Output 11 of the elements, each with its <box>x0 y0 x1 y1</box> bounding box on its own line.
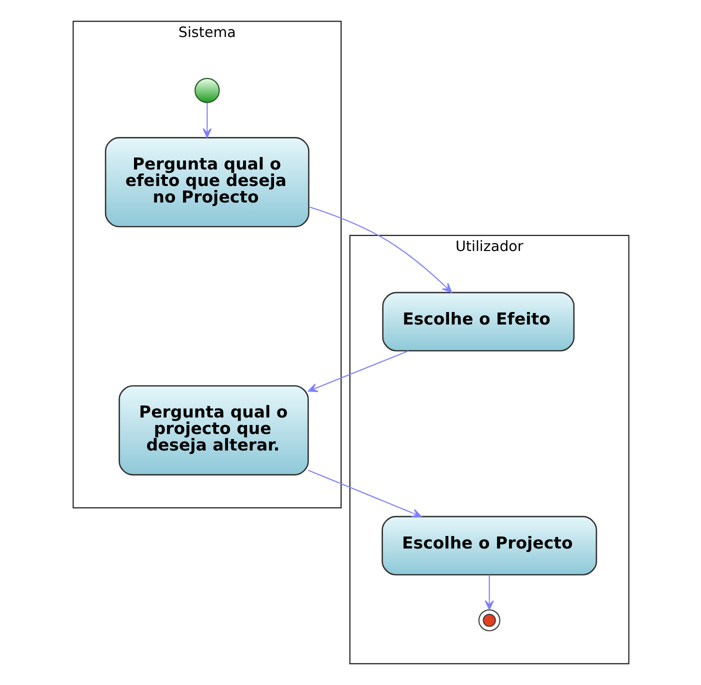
arrow <box>308 206 452 293</box>
node-circle <box>194 78 220 104</box>
node-box: Pergunta qual o efeito que deseja no Projecto <box>104 137 309 228</box>
arrow <box>484 574 494 610</box>
arrow <box>202 102 212 138</box>
node-box: Escolhe o Projecto <box>381 516 597 576</box>
node-circle <box>478 609 500 632</box>
node-box: Pergunta qual o projecto que deseja alterar. <box>118 385 308 476</box>
node-box: Escolhe o Efeito <box>382 292 574 352</box>
arrow <box>308 470 422 518</box>
arrow <box>307 350 408 392</box>
